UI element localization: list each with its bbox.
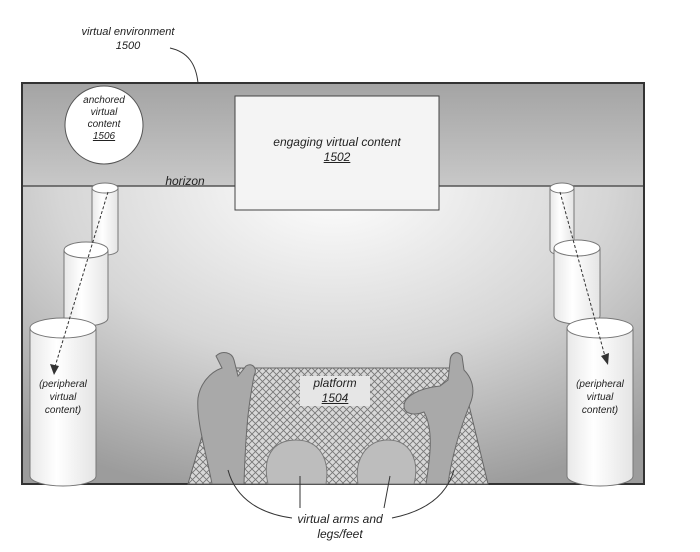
left-arm (197, 352, 256, 485)
engaging-content-label: engaging virtual content 1502 (235, 96, 439, 210)
horizon-label: horizon (165, 174, 205, 188)
peripheral-dashed-arrows (53, 191, 607, 371)
engaging-label-name: engaging virtual content (273, 135, 401, 149)
right-cylinders (549, 182, 634, 487)
peripheral-right-line3: content) (581, 405, 619, 416)
platform-label: platform 1504 (300, 376, 370, 406)
environment-label: virtual environment 1500 (62, 25, 194, 53)
peripheral-left-line1: (peripheral (39, 379, 87, 390)
left-leg (265, 439, 328, 485)
left-cylinder-large (29, 327, 97, 487)
right-cylinder-large (566, 327, 634, 487)
anchored-label-line2: virtual (90, 107, 118, 118)
right-arm (403, 352, 474, 485)
peripheral-left-line3: content) (44, 405, 82, 416)
limbs-label-line1: virtual arms and (297, 512, 383, 526)
limbs-label-line2: legs/feet (317, 527, 363, 541)
limbs-label: virtual arms and legs/feet (270, 512, 410, 542)
left-arrowhead (50, 364, 59, 375)
environment-label-name: virtual environment (81, 26, 175, 38)
peripheral-left-label: (peripheral virtual content) (30, 378, 96, 417)
engaging-content-box (234, 95, 440, 211)
peripheral-right-line1: (peripheral (576, 379, 624, 390)
anchored-content-circle (64, 85, 144, 165)
right-leg (356, 439, 417, 485)
platform-label-name: platform (313, 376, 357, 390)
anchored-label-number: 1506 (92, 131, 116, 142)
environment-label-number: 1500 (115, 40, 141, 52)
anchored-label-line3: content (87, 119, 121, 130)
right-arrowhead (601, 353, 609, 365)
platform-label-number: 1504 (321, 391, 349, 405)
peripheral-right-line2: virtual (586, 392, 614, 403)
environment-leader (169, 47, 199, 84)
left-cylinder-medium (63, 249, 109, 327)
engaging-label-number: 1502 (323, 150, 351, 164)
left-cylinders (29, 182, 119, 487)
anchored-content-label: anchored virtual content 1506 (68, 95, 140, 143)
peripheral-right-label: (peripheral virtual content) (567, 378, 633, 417)
peripheral-left-line2: virtual (49, 392, 77, 403)
anchored-label-line1: anchored (83, 95, 125, 106)
limb-leaders (227, 469, 455, 519)
